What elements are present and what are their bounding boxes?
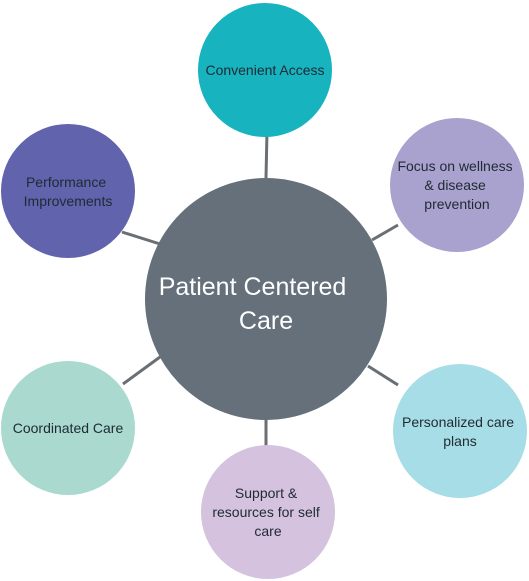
connectors: [121, 130, 399, 450]
node-label: Support & resources for self care: [212, 485, 323, 539]
connector-focus-on-wellness: [371, 223, 399, 242]
connector-personalized-care-plans: [367, 364, 399, 387]
node-label-line: resources for self: [212, 504, 319, 520]
node-label: Personalized care plans: [402, 414, 518, 449]
node-label-line: Personalized care: [402, 414, 514, 430]
node-label: Focus on wellness & disease prevention: [397, 158, 516, 212]
satellite-support-resources: Support & resources for self care: [201, 445, 335, 579]
center-circle: [145, 178, 387, 420]
satellite-personalized-care-plans: Personalized care plans: [393, 364, 527, 498]
node-label-line: Focus on wellness: [397, 158, 512, 174]
node-label-line: Convenient Access: [205, 62, 324, 78]
node-circle: [1, 124, 135, 258]
node-circle: [393, 364, 527, 498]
connector-convenient-access: [264, 130, 269, 179]
node-label-line: & disease: [424, 177, 486, 193]
node-label-line: Performance: [26, 174, 106, 190]
center-node: Patient Centered Care: [145, 178, 387, 420]
node-label: Coordinated Care: [13, 420, 124, 436]
connector-performance-improvements: [121, 230, 161, 246]
satellite-convenient-access: Convenient Access: [198, 3, 332, 137]
connector-coordinated-care: [122, 355, 161, 386]
node-label: Performance Improvements: [24, 174, 113, 209]
satellite-coordinated-care: Coordinated Care: [1, 361, 135, 495]
node-label-line: care: [254, 523, 281, 539]
center-label-line: Care: [239, 307, 293, 335]
node-label: Convenient Access: [205, 62, 324, 78]
center-label: Patient Centered Care: [159, 273, 354, 335]
node-circle: [1, 361, 135, 495]
center-label-line: Patient Centered: [159, 273, 347, 301]
satellite-performance-improvements: Performance Improvements: [1, 124, 135, 258]
node-circle: [390, 118, 524, 252]
node-label-line: Coordinated Care: [13, 420, 124, 436]
node-circle: [198, 3, 332, 137]
node-label-line: Improvements: [24, 193, 113, 209]
node-label-line: prevention: [424, 196, 489, 212]
node-circle: [201, 445, 335, 579]
node-label-line: Support &: [235, 485, 298, 501]
node-label-line: plans: [443, 433, 476, 449]
satellite-focus-on-wellness: Focus on wellness & disease prevention: [390, 118, 524, 252]
